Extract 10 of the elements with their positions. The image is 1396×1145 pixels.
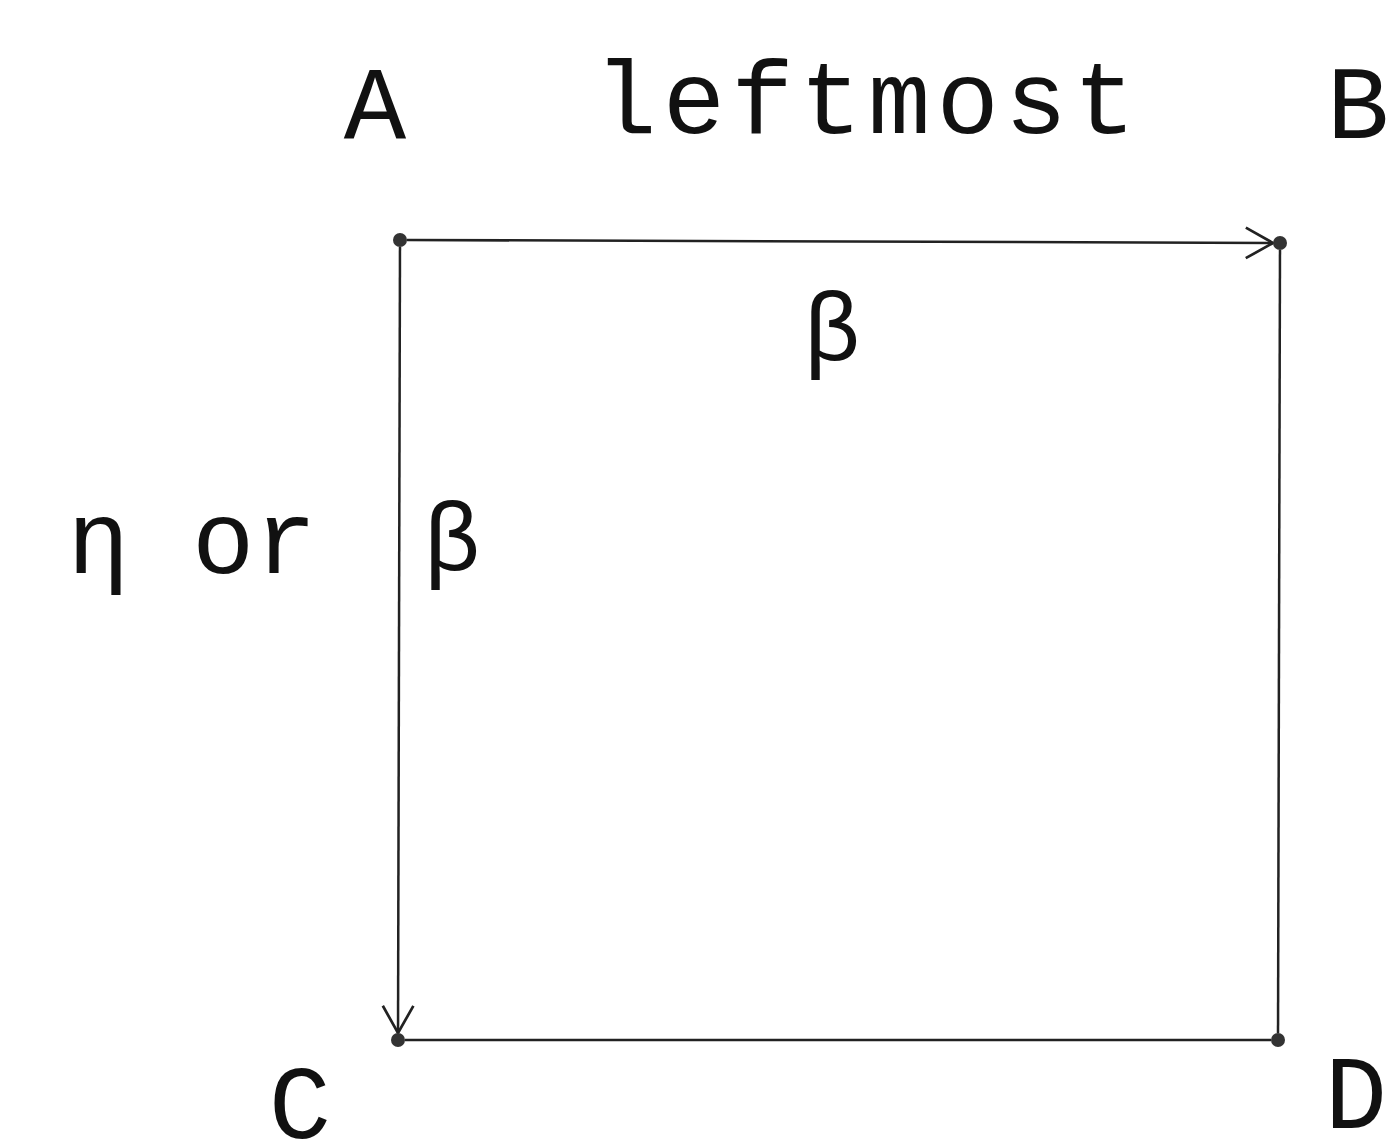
vertex-label: B <box>1326 58 1390 162</box>
arrow <box>407 226 1275 260</box>
edge-label: β <box>423 497 481 593</box>
vertex-label: C <box>268 1058 332 1145</box>
vertex-label: D <box>1324 1048 1388 1145</box>
arrow <box>381 247 415 1035</box>
label-text: leftmost <box>594 53 1142 157</box>
vertex-label: A <box>343 58 407 162</box>
label-text: η or <box>67 493 317 597</box>
edge-label: β <box>803 287 861 383</box>
